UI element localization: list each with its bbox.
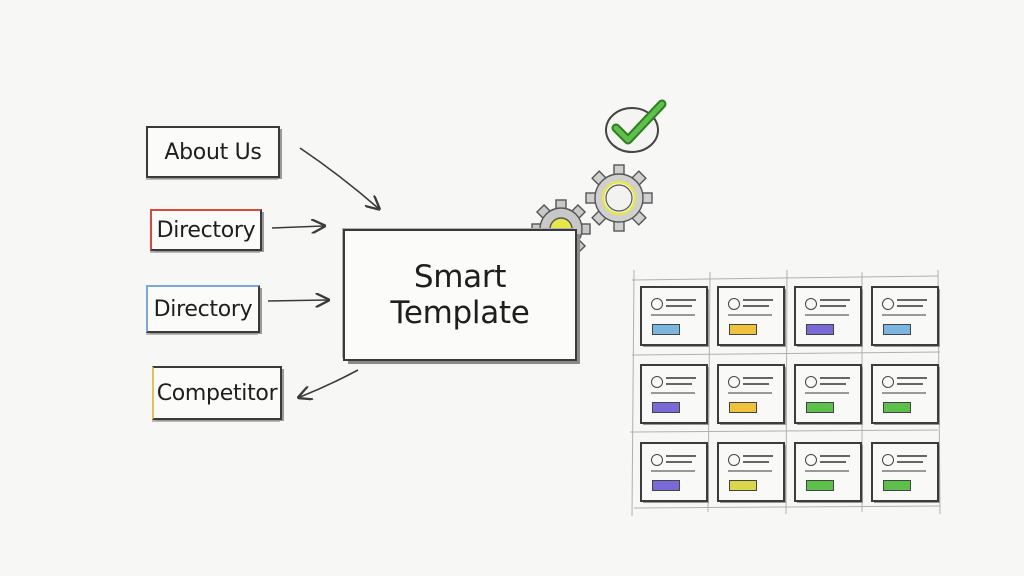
source-label-about-us: About Us	[164, 139, 262, 165]
arrow-about-to-template	[299, 147, 378, 208]
text-line	[743, 455, 773, 457]
avatar-icon	[728, 298, 740, 310]
avatar-icon	[728, 454, 740, 466]
text-line	[897, 299, 927, 301]
text-line	[728, 392, 772, 394]
text-line	[805, 392, 849, 394]
avatar-icon	[651, 454, 663, 466]
card-button-bar	[652, 402, 680, 413]
gear-icon	[585, 164, 653, 232]
output-card	[640, 442, 708, 502]
checkmark-icon	[605, 99, 667, 153]
avatar-icon	[805, 376, 817, 388]
output-card	[717, 286, 785, 346]
card-button-bar	[652, 324, 680, 335]
text-line	[651, 314, 695, 316]
output-card	[640, 286, 708, 346]
text-line	[820, 455, 850, 457]
text-line	[743, 461, 769, 463]
text-line	[897, 455, 927, 457]
source-box-about-us: About Us	[146, 126, 280, 178]
source-box-competitor: Competitor	[152, 366, 282, 420]
text-line	[882, 392, 926, 394]
text-line	[743, 383, 769, 385]
avatar-icon	[805, 298, 817, 310]
text-line	[666, 383, 692, 385]
avatar-icon	[882, 298, 894, 310]
text-line	[666, 377, 696, 379]
text-line	[805, 314, 849, 316]
card-button-bar	[806, 480, 834, 491]
grid-sketch-lines	[629, 269, 941, 517]
text-line	[728, 470, 772, 472]
text-line	[666, 461, 692, 463]
card-button-bar	[729, 480, 757, 491]
text-line	[728, 314, 772, 316]
text-line	[743, 299, 773, 301]
text-line	[820, 299, 850, 301]
arrow-directory1-to-template	[271, 226, 323, 228]
text-line	[805, 470, 849, 472]
text-line	[666, 305, 692, 307]
smart-template-label: Smart Template	[390, 259, 530, 331]
text-line	[882, 470, 926, 472]
text-line	[743, 377, 773, 379]
card-button-bar	[652, 480, 680, 491]
card-button-bar	[729, 324, 757, 335]
arrow-directory2-to-template	[267, 300, 327, 301]
text-line	[897, 461, 923, 463]
avatar-icon	[651, 376, 663, 388]
output-card	[871, 442, 939, 502]
output-card	[717, 442, 785, 502]
output-card	[871, 286, 939, 346]
avatar-icon	[728, 376, 740, 388]
card-button-bar	[806, 402, 834, 413]
text-line	[651, 392, 695, 394]
text-line	[897, 383, 923, 385]
avatar-icon	[882, 454, 894, 466]
arrow-template-to-competitor	[300, 369, 359, 397]
output-card	[794, 286, 862, 346]
card-button-bar	[883, 402, 911, 413]
card-button-bar	[883, 480, 911, 491]
text-line	[820, 305, 846, 307]
text-line	[820, 461, 846, 463]
text-line	[820, 377, 850, 379]
text-line	[666, 299, 696, 301]
text-line	[820, 383, 846, 385]
text-line	[743, 305, 769, 307]
output-card	[794, 364, 862, 424]
card-button-bar	[883, 324, 911, 335]
output-card	[871, 364, 939, 424]
avatar-icon	[805, 454, 817, 466]
text-line	[882, 314, 926, 316]
card-button-bar	[729, 402, 757, 413]
output-card	[717, 364, 785, 424]
text-line	[651, 470, 695, 472]
source-label-directory-1: Directory	[156, 217, 256, 243]
output-card	[640, 364, 708, 424]
source-box-directory-2: Directory	[146, 285, 260, 333]
output-card-grid	[630, 276, 940, 514]
output-card	[794, 442, 862, 502]
card-button-bar	[806, 324, 834, 335]
source-label-directory-2: Directory	[153, 296, 253, 322]
smart-template-box: Smart Template	[343, 229, 577, 361]
text-line	[897, 377, 927, 379]
text-line	[897, 305, 923, 307]
source-label-competitor: Competitor	[156, 380, 278, 406]
avatar-icon	[882, 376, 894, 388]
text-line	[666, 455, 696, 457]
source-box-directory-1: Directory	[150, 209, 262, 251]
avatar-icon	[651, 298, 663, 310]
